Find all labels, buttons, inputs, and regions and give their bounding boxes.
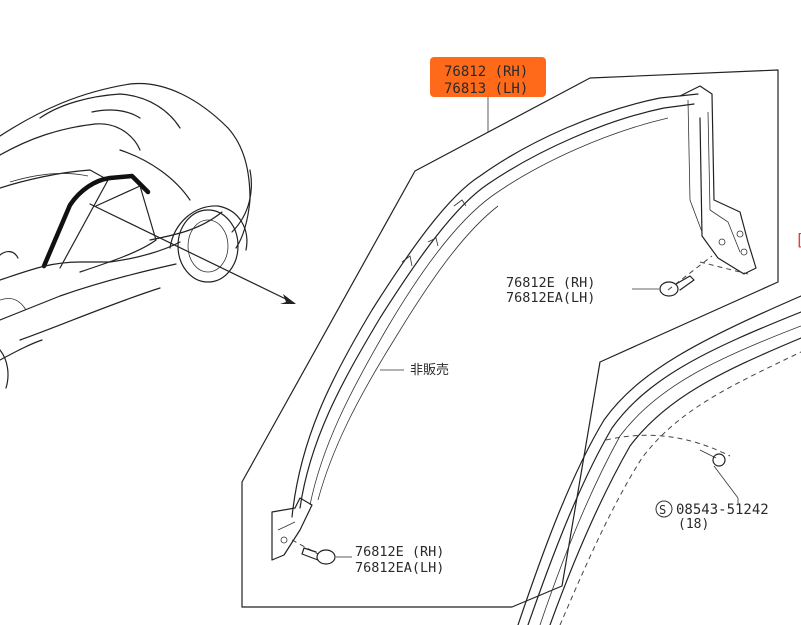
part-frame [241,69,779,608]
screw-symbol: S [659,503,666,517]
screw-callout: S 08543-51242 (18) [655,498,769,532]
screw-part-number: 08543-51242 [676,502,769,518]
clip-lower-callout: 76812E (RH) 76812EA(LH) [355,544,444,576]
main-part-callout: 76812 (RH) 76813 (LH) [430,57,546,132]
clip-upper-callout: 76812E (RH) 76812EA(LH) [506,275,595,306]
orange-highlight [430,57,546,97]
clip-lower-number-rh: 76812E (RH) [355,544,444,560]
clip-upper-number-lh: 76812EA(LH) [506,290,595,306]
main-part-number-rh: 76812 (RH) [444,64,528,80]
pillar-garnish [271,85,757,561]
main-part-number-lh: 76813 (LH) [444,81,528,97]
screw-symbol-circle [655,500,673,518]
screw-quantity: (18) [678,517,709,532]
clip-lower-number-lh: 76812EA(LH) [355,560,444,576]
door-frame [517,295,801,625]
edge-mark: [ [795,230,801,249]
clip-upper [632,255,713,297]
not-for-sale-label: 非販売 [410,362,449,378]
car-illustration [0,82,296,389]
clip-lower [291,539,352,565]
clip-upper-number-rh: 76812E (RH) [506,275,595,291]
